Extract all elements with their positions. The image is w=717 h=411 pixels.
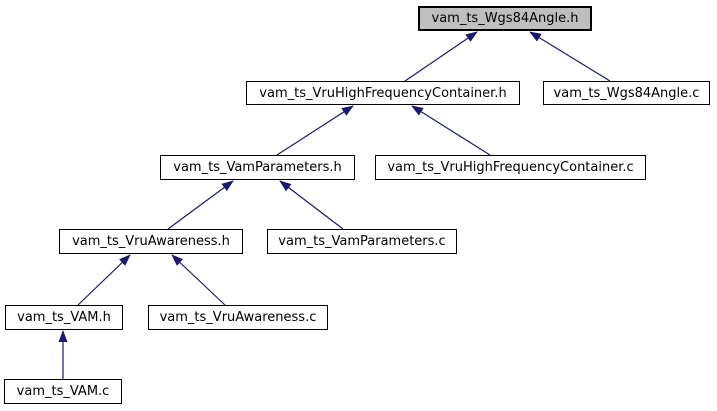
node-vam_ts_VruHighFrequencyContainer-h[interactable]: vam_ts_VruHighFrequencyContainer.h — [246, 81, 520, 105]
edge-vam_h-to-vruawareness_h — [77, 254, 131, 306]
node-vam_ts_VruAwareness-h[interactable]: vam_ts_VruAwareness.h — [59, 229, 243, 254]
node-vam_ts_VruHighFrequencyContainer-c[interactable]: vam_ts_VruHighFrequencyContainer.c — [375, 155, 646, 180]
edge-vruhfc_c-to-vruhfc_h — [411, 105, 491, 156]
edge-vamparameters_h-to-vruhfc_h — [276, 105, 354, 156]
node-vam_ts_VruAwareness-c[interactable]: vam_ts_VruAwareness.c — [148, 305, 328, 330]
edge-wgs84angle_c-to-wgs84angle_h — [529, 31, 611, 82]
edge-vruhfc_h-to-wgs84angle_h — [404, 31, 478, 82]
node-vam_ts_VAM-h[interactable]: vam_ts_VAM.h — [5, 305, 123, 330]
node-vam_ts_VAM-c[interactable]: vam_ts_VAM.c — [4, 379, 122, 404]
node-vam_ts_VamParameters-c[interactable]: vam_ts_VamParameters.c — [267, 229, 457, 254]
node-vam_ts_Wgs84Angle-h: vam_ts_Wgs84Angle.h — [418, 6, 592, 31]
node-vam_ts_VamParameters-h[interactable]: vam_ts_VamParameters.h — [160, 155, 355, 180]
edge-vruawareness_h-to-vamparameters_h — [167, 180, 234, 230]
edge-vamparameters_c-to-vamparameters_h — [279, 180, 344, 230]
edge-vruawareness_c-to-vruawareness_h — [171, 254, 226, 306]
node-vam_ts_Wgs84Angle-c[interactable]: vam_ts_Wgs84Angle.c — [543, 81, 710, 105]
